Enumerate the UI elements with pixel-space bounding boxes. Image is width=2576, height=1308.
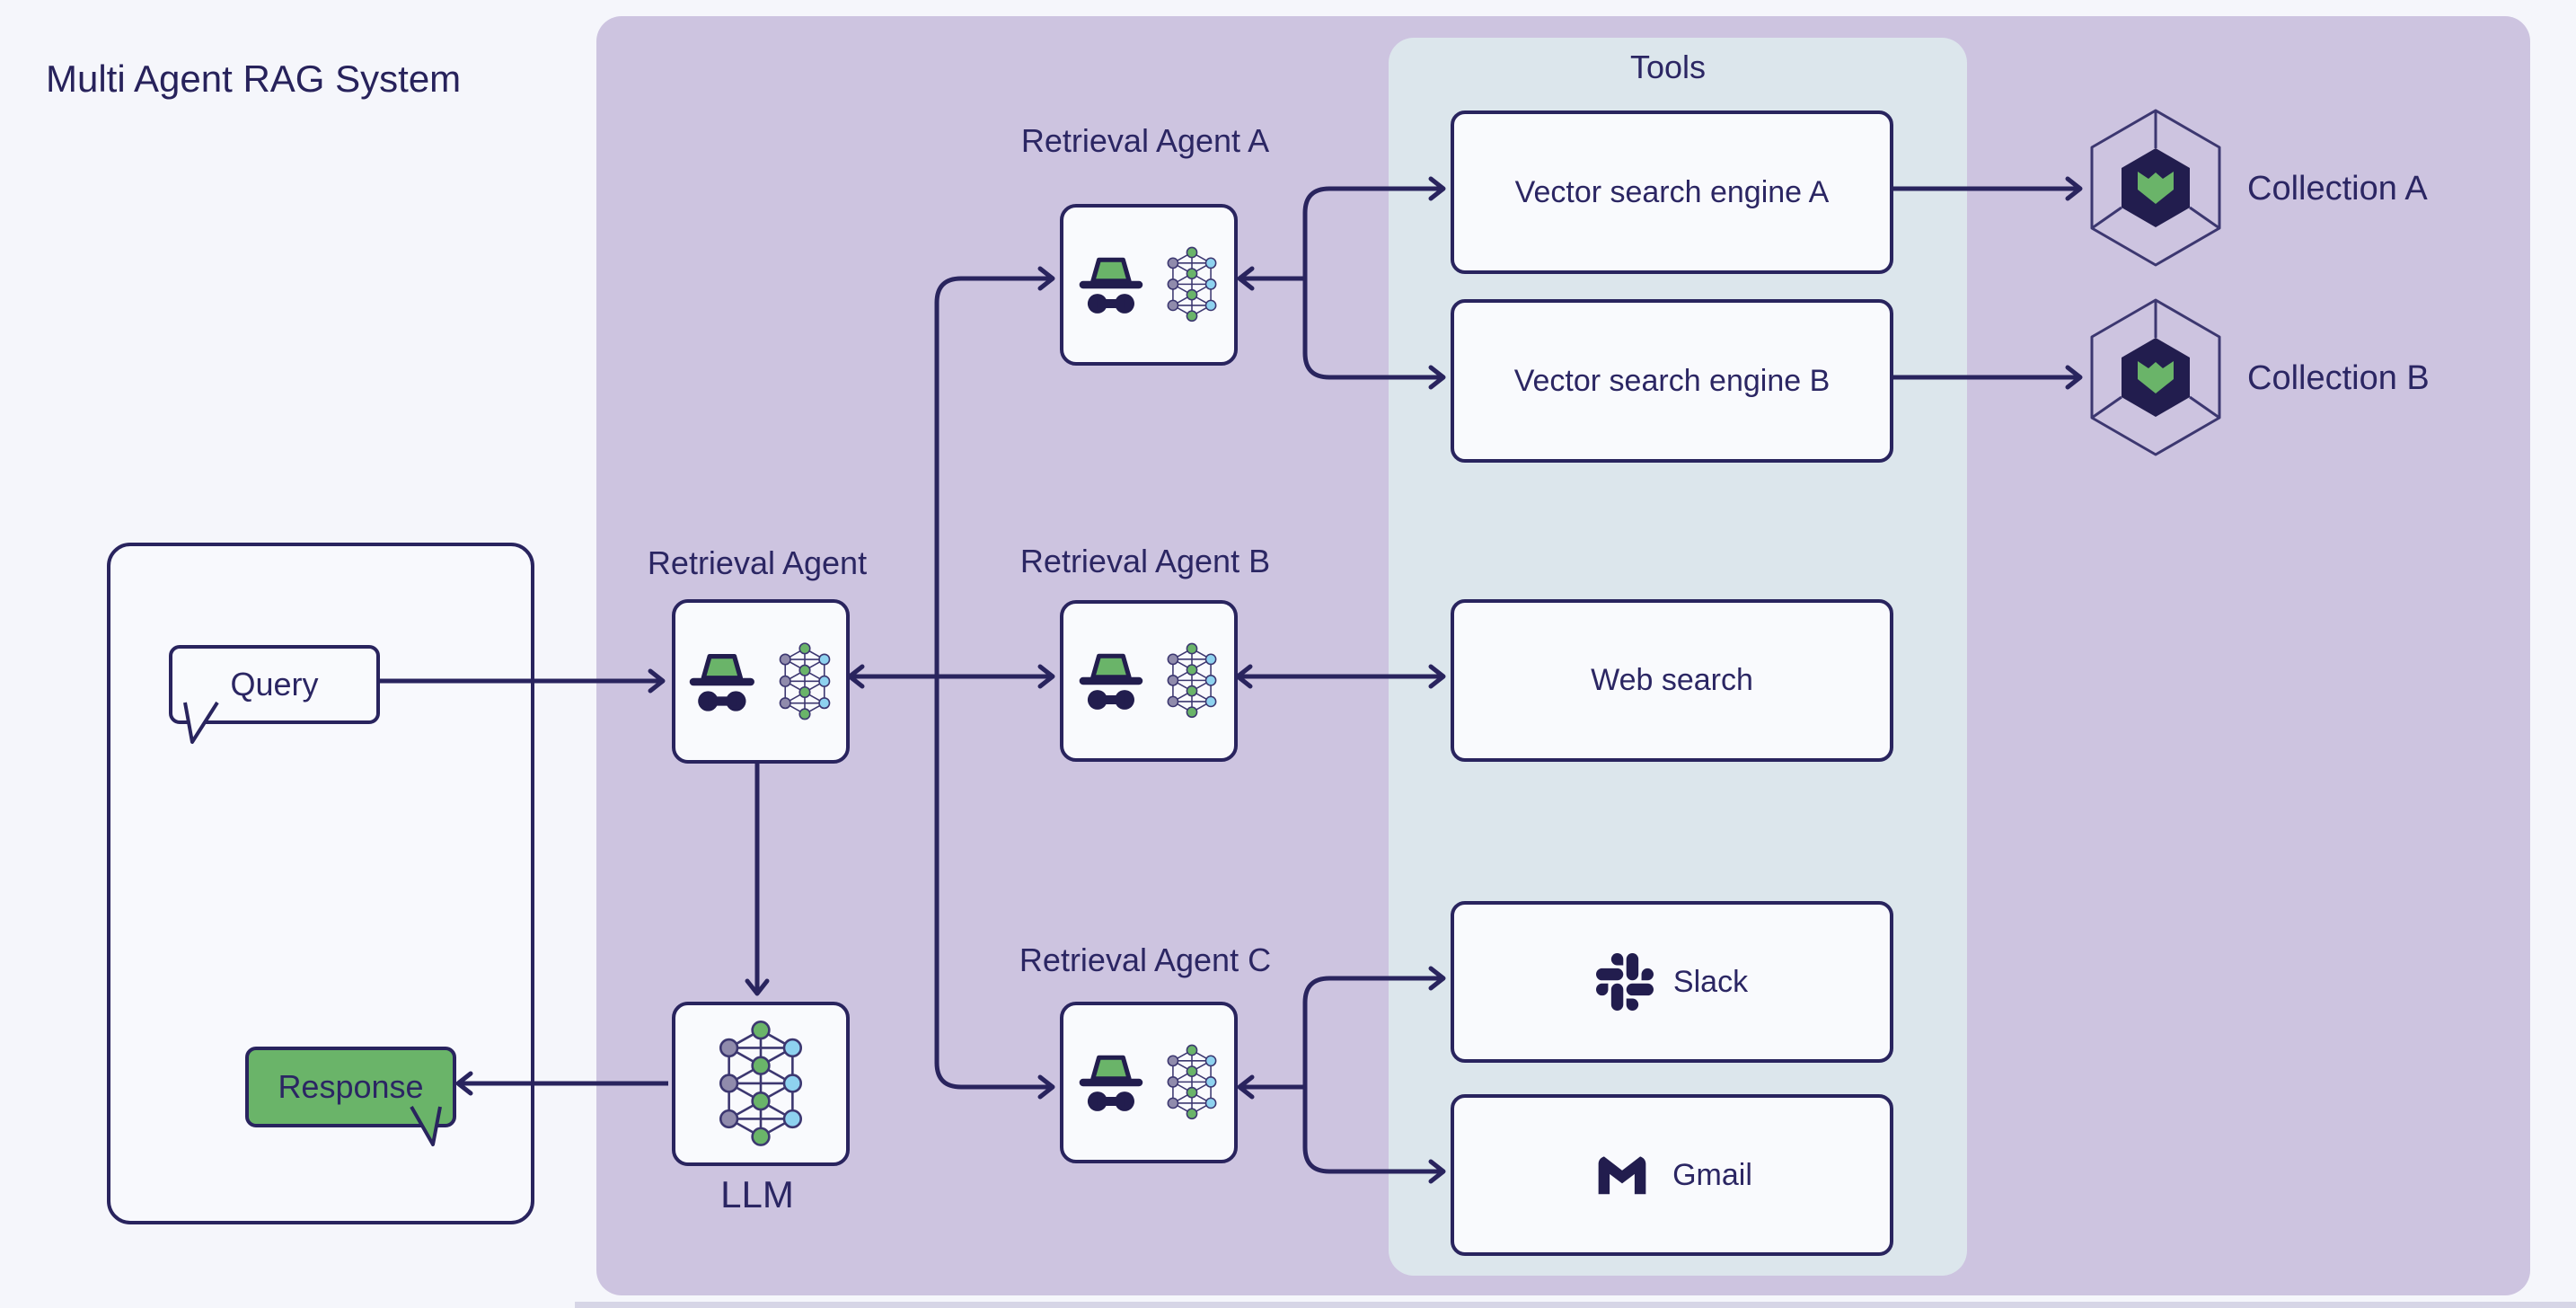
- tool-vector-search-b: Vector search engine B: [1451, 299, 1893, 463]
- tool-web-search: Web search: [1451, 599, 1893, 762]
- spy-agent-icon: [688, 643, 765, 720]
- weaviate-collection-a-icon: [2088, 107, 2223, 269]
- gmail-icon: [1592, 1144, 1653, 1206]
- retrieval-agent-b-node: [1060, 600, 1238, 762]
- neural-network-icon: [1164, 641, 1220, 721]
- agent-icon-group: [688, 641, 834, 723]
- tool-vector-search-a: Vector search engine A: [1451, 110, 1893, 274]
- orchestrator-agent-node: [672, 599, 850, 764]
- response-label: Response: [278, 1068, 424, 1105]
- tool-gmail: Gmail: [1451, 1094, 1893, 1256]
- tool-label: Vector search engine A: [1514, 174, 1830, 209]
- query-label: Query: [230, 666, 319, 703]
- spy-agent-icon: [1078, 1045, 1153, 1120]
- query-bubble: Query: [169, 645, 380, 724]
- spy-agent-icon: [1078, 247, 1153, 323]
- agent-icon-group: [1078, 641, 1220, 721]
- retrieval-agent-a-node: [1060, 204, 1238, 366]
- neural-network-icon: [1164, 1042, 1220, 1123]
- llm-label: LLM: [720, 1173, 794, 1215]
- tools-title: Tools: [1629, 49, 1707, 85]
- neural-network-icon: [776, 641, 834, 723]
- tool-label: Slack: [1672, 964, 1749, 999]
- agent-c-label: Retrieval Agent C: [1019, 941, 1272, 978]
- weaviate-collection-b-icon: [2088, 296, 2223, 458]
- neural-network-icon: [1164, 244, 1220, 325]
- response-bubble: Response: [245, 1047, 456, 1127]
- agent-b-label: Retrieval Agent B: [1019, 543, 1271, 579]
- agent-icon-group: [1078, 244, 1220, 325]
- collection-a-label: Collection A: [2247, 170, 2428, 208]
- agent-a-label: Retrieval Agent A: [1020, 122, 1270, 159]
- tool-slack: Slack: [1451, 901, 1893, 1063]
- neural-network-icon: [714, 1019, 807, 1150]
- tool-label: Vector search engine B: [1513, 363, 1831, 398]
- orchestrator-label: Retrieval Agent: [647, 544, 868, 581]
- tool-label: Gmail: [1672, 1157, 1752, 1192]
- llm-node: [672, 1002, 850, 1166]
- spy-agent-icon: [1078, 643, 1153, 719]
- tool-label: Web search: [1591, 663, 1753, 697]
- bottom-edge: [575, 1302, 2576, 1308]
- collection-b-label: Collection B: [2247, 359, 2430, 397]
- slack-icon: [1596, 953, 1654, 1011]
- agent-icon-group: [1078, 1042, 1220, 1123]
- retrieval-agent-c-node: [1060, 1002, 1238, 1163]
- page-title: Multi Agent RAG System: [46, 57, 462, 100]
